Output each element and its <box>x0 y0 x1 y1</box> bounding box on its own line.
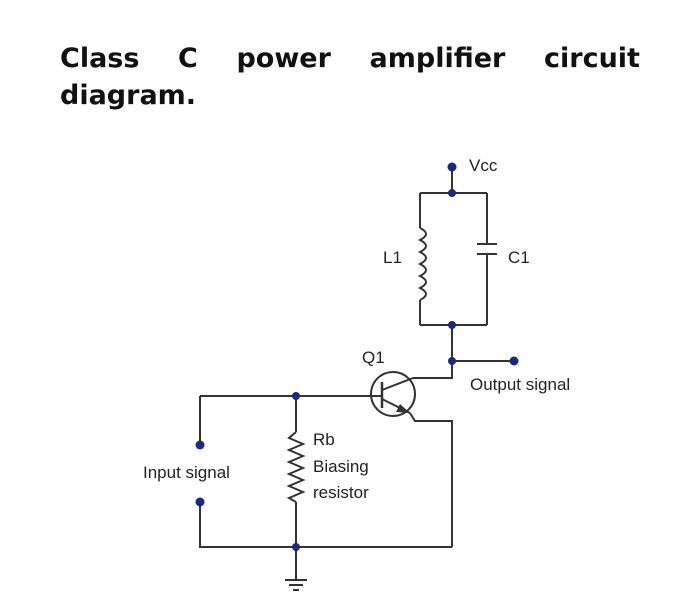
collector-wire <box>413 325 453 379</box>
ground-node-dot <box>292 543 300 551</box>
title-word-1: Class <box>60 43 140 74</box>
ground-icon <box>285 579 307 591</box>
output-signal-label: Output signal <box>470 375 570 394</box>
resistor-desc-line-1: Biasing <box>313 457 369 476</box>
title-line-2: diagram. <box>60 80 197 111</box>
collector-node-dot <box>448 357 456 365</box>
transistor-q1 <box>370 371 416 417</box>
tank-top-node-dot <box>448 189 456 197</box>
capacitor-c1 <box>477 243 497 255</box>
page-title: Class C power amplifier circuit diagram. <box>60 40 640 114</box>
inductor-label: L1 <box>383 248 402 267</box>
wires <box>199 167 514 580</box>
title-word-4: amplifier <box>369 43 506 74</box>
ground-rail-wire <box>199 502 452 548</box>
input-terminal-top-dot <box>195 440 205 450</box>
input-signal-label: Input signal <box>143 463 230 482</box>
base-node-dot <box>292 392 300 400</box>
tank-bottom-node-dot <box>448 321 456 329</box>
node-dots <box>195 162 519 551</box>
output-terminal-dot <box>509 356 519 366</box>
emitter-wire <box>409 412 453 547</box>
title-word-5: circuit <box>544 43 640 74</box>
input-terminal-bottom-dot <box>195 497 205 507</box>
title-word-3: power <box>236 43 331 74</box>
vcc-terminal-dot <box>447 162 457 172</box>
resistor-rb <box>286 431 306 503</box>
transistor-label: Q1 <box>362 348 385 367</box>
inductor-l1 <box>417 227 427 301</box>
vcc-label: Vcc <box>469 156 498 175</box>
title-word-2: C <box>178 43 198 74</box>
title-line-1: Class C power amplifier circuit <box>60 40 640 77</box>
resistor-name-label: Rb <box>313 430 335 449</box>
resistor-desc-line-2: resistor <box>313 483 369 502</box>
capacitor-label: C1 <box>508 248 530 267</box>
